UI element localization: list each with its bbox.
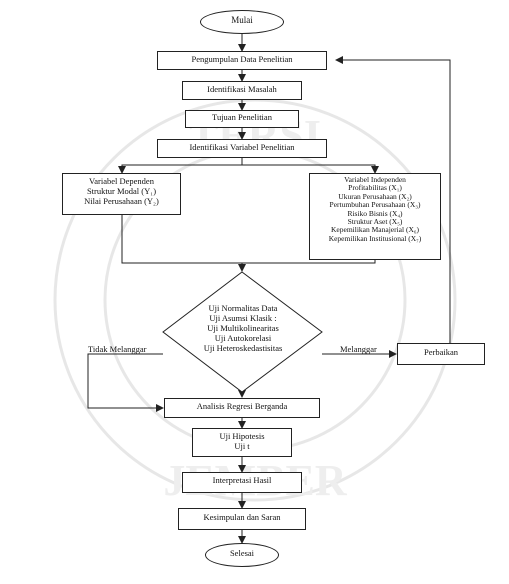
test-item: Uji Heteroskedastisitas: [203, 343, 283, 354]
fix-label: Perbaikan: [424, 347, 458, 357]
tests-decision-text: Uji Normalitas Data Uji Asumsi Klasik : …: [183, 303, 303, 353]
research-goal-box: [185, 110, 299, 128]
dependent-variables-box: [62, 173, 181, 215]
independent-item: Struktur Aset (X₅): [347, 216, 403, 226]
edge-label-not-violated: Tidak Melanggar: [88, 344, 147, 354]
start-terminal: [200, 10, 284, 34]
research-goal-label: Tujuan Penelitian: [212, 112, 272, 122]
collect-data-box: [157, 51, 327, 70]
end-terminal: [205, 543, 279, 567]
identify-variables-box: [157, 139, 327, 158]
hypothesis-line: Uji t: [234, 440, 250, 451]
independent-item: Kepemilikan Institusional (X₇): [328, 233, 422, 243]
regression-label: Analisis Regresi Berganda: [196, 401, 288, 411]
identify-variables-label: Identifikasi Variabel Penelitian: [189, 142, 295, 152]
identify-problem-label: Identifikasi Masalah: [207, 84, 277, 94]
interpretation-box: [182, 472, 302, 493]
hypothesis-text: Uji Hipotesis Uji t: [192, 431, 292, 452]
collect-data-label: Pengumpulan Data Penelitian: [191, 54, 293, 64]
dependent-item: Nilai Perusahaan (Y₂): [84, 195, 159, 206]
fix-box: [397, 343, 485, 365]
independent-title: Variabel Independen: [344, 175, 406, 184]
independent-item: Ukuran Perusahaan (X₂): [338, 191, 412, 201]
edge-label-violated: Melanggar: [340, 344, 377, 354]
interpretation-label: Interpretasi Hasil: [212, 475, 272, 485]
test-item: Uji Autokorelasi: [214, 333, 272, 344]
test-item: Uji Normalitas Data: [208, 303, 278, 313]
independent-variables-box: [309, 173, 441, 260]
conclusion-box: [178, 508, 306, 530]
regression-box: [164, 398, 320, 418]
independent-item: Risiko Bisnis (X₄): [347, 208, 403, 218]
hypothesis-line: Uji Hipotesis: [219, 431, 265, 441]
independent-item: Pertumbuhan Perusahaan (X₃): [329, 200, 421, 210]
test-item: Uji Asumsi Klasik :: [209, 313, 277, 324]
end-label: Selesai: [229, 548, 255, 558]
hypothesis-box: [192, 428, 292, 457]
start-label: Mulai: [231, 15, 253, 25]
dependent-variables-text: Variabel Dependen Struktur Modal (Y₁) Ni…: [62, 176, 181, 206]
test-item: Uji Multikolinearitas: [207, 323, 279, 334]
identify-problem-box: [182, 81, 302, 100]
independent-item: Profitabilitas (X₁): [348, 183, 402, 193]
dependent-title: Variabel Dependen: [89, 176, 154, 186]
independent-item: Kepemilikan Manajerial (X₆): [331, 225, 419, 235]
dependent-item: Struktur Modal (Y₁): [86, 185, 157, 196]
conclusion-label: Kesimpulan dan Saran: [203, 512, 281, 522]
independent-variables-text: Variabel Independen Profitabilitas (X₁) …: [309, 175, 441, 243]
